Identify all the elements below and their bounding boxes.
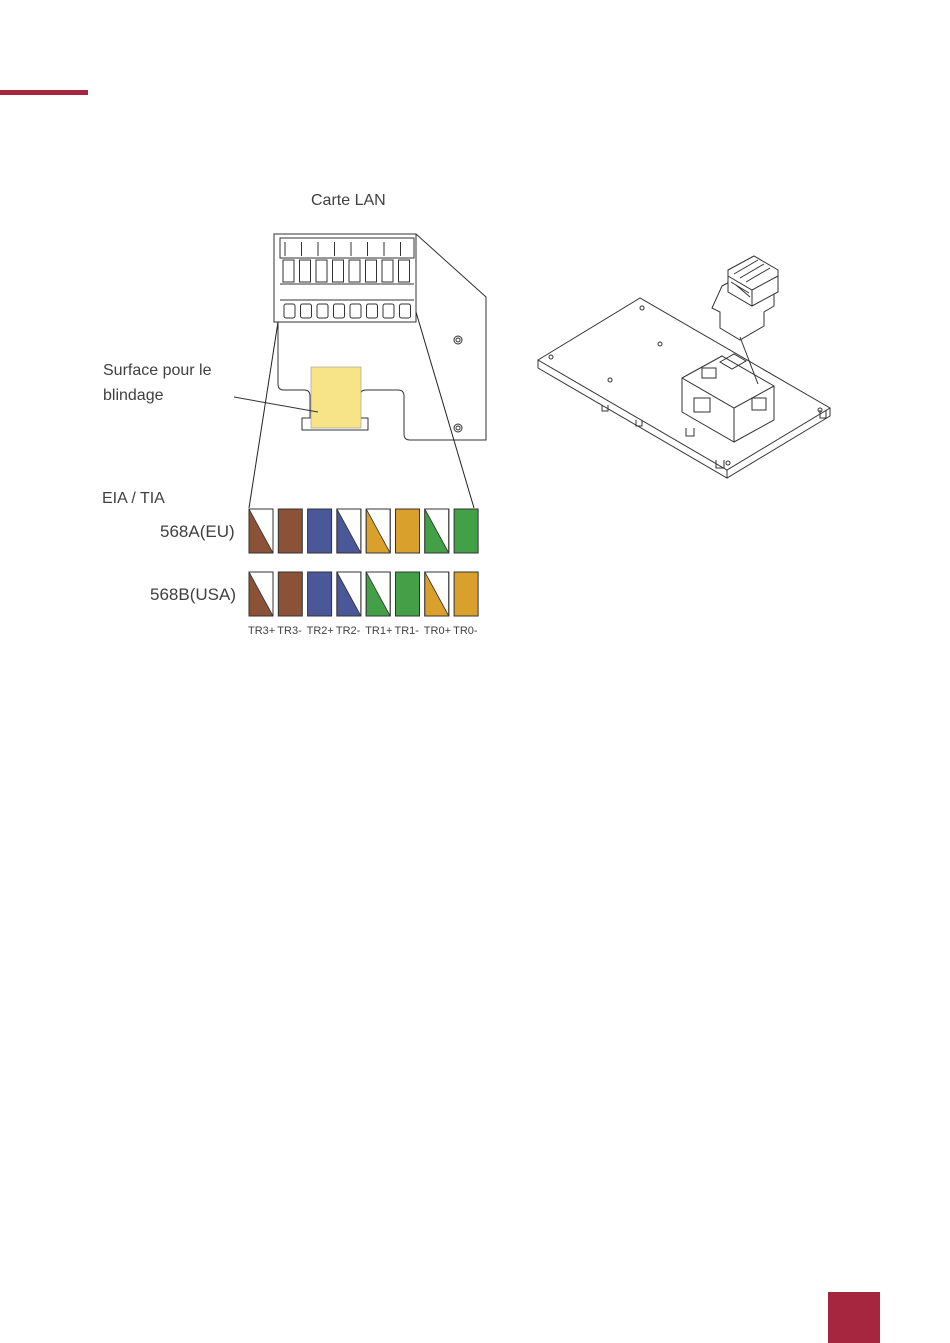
pin-label-6: TR1- <box>395 625 420 637</box>
row-a-wire-7 <box>425 509 449 553</box>
row-a-wire-6 <box>396 509 420 553</box>
row-a-wire-5 <box>366 509 390 553</box>
row-b-wire-5 <box>366 572 390 616</box>
row-b-wire-1 <box>249 572 273 616</box>
terminal-connector <box>274 234 416 322</box>
mounting-plate-illustration <box>538 256 830 478</box>
pin-label-1: TR3+ <box>248 625 275 637</box>
row-b-wire-8 <box>454 572 478 616</box>
row-a-wire-3 <box>308 509 332 553</box>
shield-surface <box>311 367 361 428</box>
row-a-wire-1 <box>249 509 273 553</box>
pin-labels: TR3+TR3- TR2+TR2- TR1+TR1- TR0+TR0- <box>248 625 478 637</box>
row-a-wire-2 <box>278 509 302 553</box>
pin-label-4: TR2- <box>336 625 361 637</box>
row-a-wire-4 <box>337 509 361 553</box>
pin-label-2: TR3- <box>277 625 302 637</box>
row-a-wire-8 <box>454 509 478 553</box>
row-b-wire-7 <box>425 572 449 616</box>
row-a-swatches <box>249 509 478 553</box>
pin-label-7: TR0+ <box>424 625 451 637</box>
row-b-swatches <box>249 572 478 616</box>
pin-label-5: TR1+ <box>365 625 392 637</box>
row-b-wire-4 <box>337 572 361 616</box>
row-b-wire-6 <box>396 572 420 616</box>
pin-label-3: TR2+ <box>307 625 334 637</box>
fan-line-left <box>249 322 278 508</box>
pin-label-8: TR0- <box>453 625 478 637</box>
row-b-wire-3 <box>308 572 332 616</box>
row-b-wire-2 <box>278 572 302 616</box>
shield-leader-line <box>234 397 318 412</box>
